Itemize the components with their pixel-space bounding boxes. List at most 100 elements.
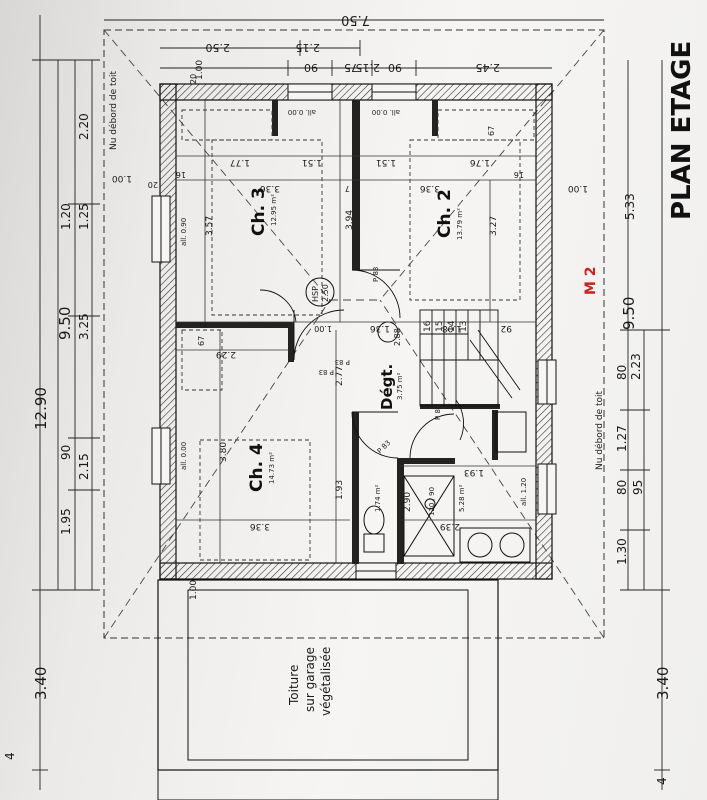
dim-top-90a: 90 [304, 61, 318, 74]
door-p83b: P 83 [319, 368, 334, 376]
dim-int-229: 2.29 [216, 349, 236, 359]
right-dimension-labels: 9.50 5.33 2.23 80 1.27 80 95 1.30 3.40 4 [615, 193, 672, 785]
dimension-lines-right [620, 60, 670, 790]
dim-left-340: 3.40 [32, 667, 50, 700]
dim-left-950: 9.50 [56, 307, 74, 340]
dim-int-20a: 20 [148, 180, 158, 189]
room-ch4-area: 14.73 m² [268, 452, 276, 484]
room-sdb-area: 5.28 m² [458, 484, 466, 512]
dim-int-380: 3.80 [219, 442, 229, 462]
stair-step-15: 15 [435, 321, 445, 332]
dim-top-90b: 90 [388, 61, 402, 74]
plan-title-group: PLAN ETAGE M 2 Nu débord de toit Nu débo… [108, 41, 697, 470]
dim-int-20b: 20 [189, 74, 198, 84]
room-degt-name: Dégt. [378, 364, 396, 410]
dim-left-215: 2.15 [77, 453, 91, 480]
debord-right-label: Nu débord de toit [594, 390, 605, 470]
bathroom-fixtures [363, 411, 531, 563]
dim-int-7: 7 [345, 184, 350, 193]
hsp-label: HSP [311, 286, 320, 302]
dim-right-80a: 80 [615, 365, 629, 380]
dim-left-125: 1.25 [77, 203, 91, 230]
dim-left-325: 3.25 [77, 313, 91, 340]
room-ch2-area: 13.79 m² [456, 208, 464, 240]
furniture-beds [181, 109, 535, 561]
dim-right-950: 9.50 [620, 297, 638, 330]
dim-top-75: 75 [344, 61, 358, 74]
room-ch2-name: Ch. 2 [435, 189, 455, 238]
stair-step-16: 16 [423, 320, 433, 332]
dimension-lines-left [32, 15, 100, 790]
dim-int-193b: 1.93 [464, 467, 484, 477]
dim-int-100d: 1.00 [195, 60, 205, 80]
door-p83c: P 83 [372, 267, 380, 282]
dim-left-4: 4 [3, 752, 17, 760]
dim-int-176: 1.76 [470, 157, 490, 167]
win-090-label: all. 0.90 [180, 218, 188, 246]
stair-step-13: 13 [459, 321, 469, 332]
dim-left-195: 1.95 [59, 508, 73, 535]
dim-int-100b: 1.00 [568, 183, 588, 193]
dim-int-151b: 1.51 [376, 157, 396, 167]
door-p83d: P 83 [434, 405, 442, 420]
room-ch3-area: 12.95 m² [270, 194, 278, 226]
win-top-right-label: all. 0.00 [372, 108, 400, 116]
circle-288-label: 2.88 [393, 328, 402, 346]
room-ch3-name: Ch. 3 [249, 187, 269, 236]
exterior-walls [159, 83, 553, 580]
shower-label: 120 / 90 [428, 487, 436, 516]
dim-int-290: 2.90 [403, 492, 413, 512]
dim-right-533: 5.33 [623, 193, 637, 220]
hsp-value: 2.50 [321, 284, 330, 302]
room-wc-area: 1.74 m² [374, 484, 382, 512]
garage-roof-line2: sur garage [303, 647, 317, 712]
dim-int-336a: 3.36 [260, 183, 280, 193]
dim-int-327: 3.27 [489, 216, 499, 236]
dim-int-16a: 16 [176, 170, 186, 179]
dim-int-100: 1.00 [314, 324, 332, 333]
room-labels: Ch. 3 12.95 m² Ch. 2 13.79 m² Ch. 4 14.7… [247, 187, 466, 512]
dim-left-220: 2.20 [77, 113, 91, 140]
dim-int-193a: 1.93 [335, 480, 345, 500]
dim-int-394: 3.94 [345, 210, 355, 230]
interior-dimension-lines [176, 100, 536, 563]
dim-left-total: 12.90 [32, 387, 50, 430]
dim-right-340: 3.40 [654, 667, 672, 700]
dim-int-100a: 1.00 [112, 173, 132, 183]
dim-top-215b: 2.15 [356, 61, 381, 74]
left-dimension-labels: 12.90 9.50 3.40 1.95 90 2.15 3.25 1.20 1… [3, 113, 91, 760]
garage-roof-line1: Toiture [287, 665, 301, 706]
dim-int-239: 2.39 [440, 521, 460, 531]
plan-title: PLAN ETAGE [667, 41, 697, 220]
garage-roof-line3: végétalisée [319, 647, 333, 716]
dimension-lines-top [104, 19, 604, 76]
door-p83a: P 83 [335, 358, 350, 366]
dim-int-16b: 16 [514, 170, 524, 179]
stair-step-14: 14 [447, 320, 457, 332]
win-000-label: all. 0.00 [180, 442, 188, 470]
dim-right-80b: 80 [615, 480, 629, 495]
dim-int-136: 1.36 [370, 323, 390, 333]
door-swings [259, 269, 465, 459]
dim-right-130: 1.30 [615, 538, 629, 565]
dim-int-357: 3.57 [205, 216, 215, 236]
dim-int-92: 92 [501, 323, 512, 333]
dim-int-277: 2.77 [335, 366, 345, 386]
win-top-left-label: all. 0.00 [288, 108, 316, 116]
dim-int-108: 1.08 [442, 323, 462, 333]
dim-int-151a: 1.51 [302, 157, 322, 167]
top-dimension-labels: 7.50 2.50 2.15 2.15 90 75 90 2.45 [206, 12, 501, 74]
dim-top-215a: 2.15 [296, 41, 321, 54]
room-ch4-name: Ch. 4 [247, 443, 267, 492]
dim-int-67b: 67 [487, 126, 496, 136]
dim-int-336c: 3.36 [250, 521, 270, 531]
dim-int-177: 1.77 [230, 157, 250, 167]
dim-right-4: 4 [655, 777, 669, 785]
dim-int-336b: 3.36 [420, 183, 440, 193]
win-120-label: all. 1.20 [520, 478, 528, 506]
dim-right-127: 1.27 [615, 425, 629, 452]
m2-label: M 2 [583, 266, 599, 295]
dim-right-95: 95 [631, 480, 645, 495]
room-degt-area: 3.75 m² [396, 372, 404, 400]
door-p83e: P 83 [376, 439, 393, 456]
